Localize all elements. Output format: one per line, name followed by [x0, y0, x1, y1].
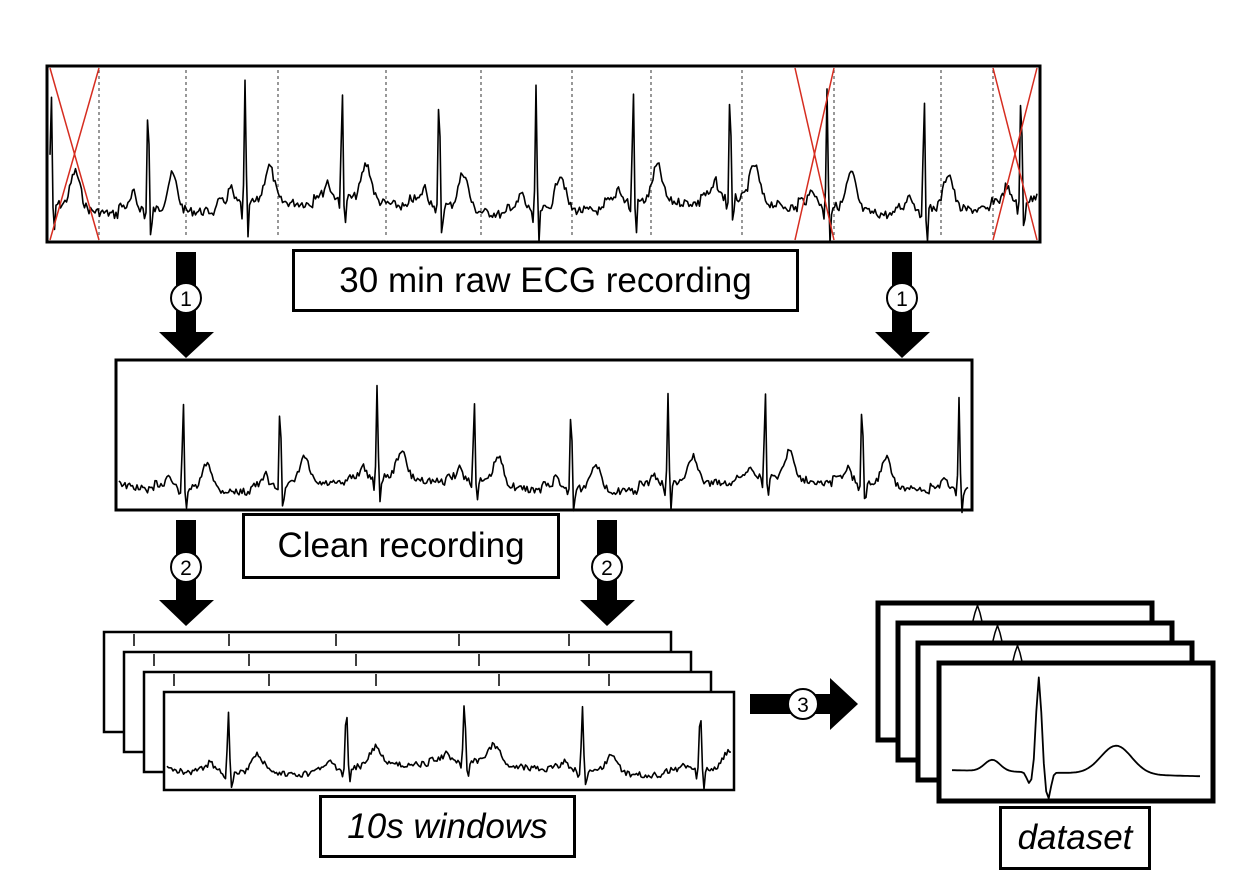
step1-arrow-left: 1: [159, 252, 214, 358]
red-x-mark-icon: [49, 67, 100, 241]
beat-card-front: [936, 660, 1216, 804]
step2-arrow-right: 2: [580, 520, 635, 626]
down-arrow-icon: [159, 600, 214, 626]
raw-recording-panel: [45, 64, 1042, 244]
step-badge: [170, 551, 202, 583]
dataset-label-text: dataset: [1017, 818, 1133, 857]
dataset-stack: [875, 600, 1216, 804]
step-badge: [787, 688, 819, 720]
step-badge: [170, 282, 202, 314]
step-badge: [886, 282, 918, 314]
red-x-mark-icon: [794, 67, 835, 241]
rejected-segment-1: [49, 67, 100, 241]
raw-ecg-trace: [49, 79, 1038, 243]
red-x-mark-icon: [992, 67, 1038, 241]
dataset-label: dataset: [999, 806, 1151, 870]
down-arrow-icon: [159, 332, 214, 358]
rejected-segment-3: [992, 67, 1038, 241]
down-arrow-icon: [580, 600, 635, 626]
windows-stack: [102, 630, 736, 792]
clean-recording-label-text: Clean recording: [277, 526, 525, 565]
step2-arrow-left: 2: [159, 520, 214, 626]
rejected-segment-2: [794, 67, 835, 241]
clean-recording-panel: [114, 358, 974, 514]
clean-ecg-trace: [118, 384, 969, 514]
step-number: 2: [601, 557, 613, 580]
window-card-front: [162, 690, 736, 792]
windows-label-text: 10s windows: [347, 806, 548, 846]
raw-recording-label-text: 30 min raw ECG recording: [339, 260, 752, 300]
clean-recording-label: Clean recording: [242, 513, 560, 579]
right-arrow-icon: [830, 678, 858, 730]
step-number: 1: [896, 288, 908, 311]
step-number: 2: [180, 557, 192, 580]
single-beat-trace: [952, 676, 1200, 800]
step-badge: [591, 551, 623, 583]
step1-arrow-right: 1: [875, 252, 930, 358]
step-number: 1: [180, 288, 192, 311]
raw-recording-label: 30 min raw ECG recording: [292, 249, 799, 312]
windows-label: 10s windows: [319, 795, 576, 858]
step-number: 3: [797, 694, 809, 717]
down-arrow-icon: [875, 332, 930, 358]
step3-arrow: 3: [750, 678, 858, 730]
window-ecg-trace: [166, 705, 732, 791]
